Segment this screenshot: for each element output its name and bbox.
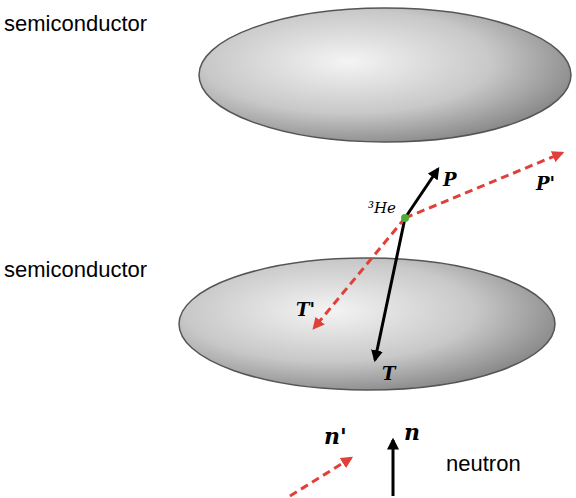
atom-label: ³He bbox=[368, 200, 396, 217]
part-label: semiconductor bbox=[4, 12, 147, 36]
part-label: semiconductor bbox=[4, 258, 147, 282]
particle-label: P' bbox=[536, 174, 555, 194]
neutron-track bbox=[392, 440, 395, 496]
neutron-track bbox=[290, 458, 351, 496]
triton-track bbox=[375, 218, 405, 360]
particle-label: n' bbox=[324, 424, 347, 448]
part-label: neutron bbox=[446, 452, 521, 476]
semiconductor-disk bbox=[179, 258, 555, 390]
semiconductor-disk bbox=[199, 8, 571, 142]
particle-label: n bbox=[404, 420, 420, 444]
triton-track bbox=[314, 218, 405, 328]
proton-track bbox=[405, 153, 562, 218]
particle-label: T' bbox=[296, 300, 315, 320]
particle-label: P bbox=[443, 170, 457, 190]
helium-atom bbox=[401, 214, 409, 222]
particle-label: T bbox=[382, 364, 395, 384]
